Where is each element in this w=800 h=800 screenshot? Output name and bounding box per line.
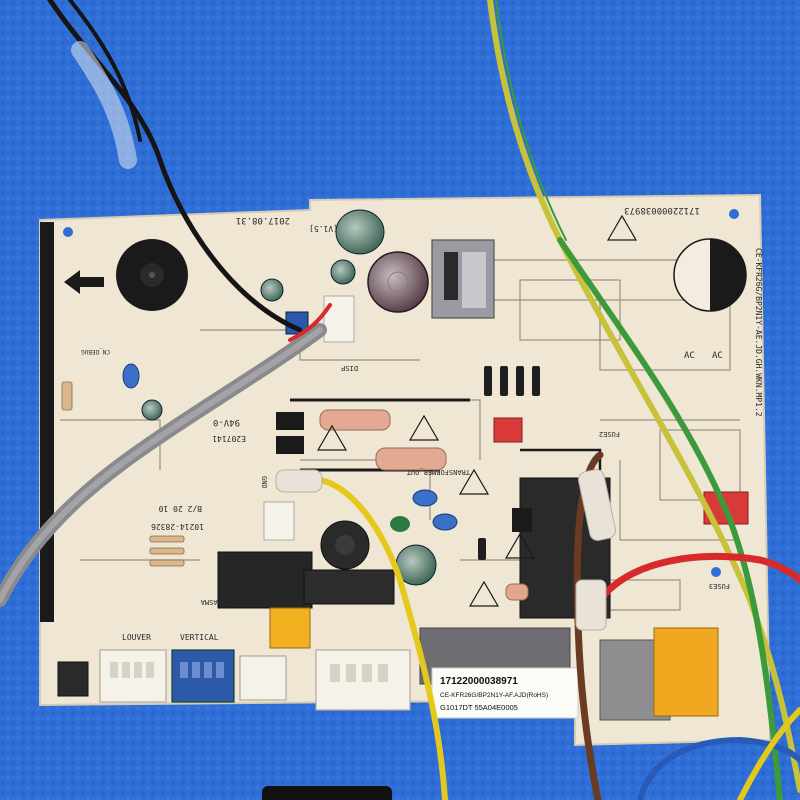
red-connector xyxy=(493,417,523,443)
yellow-capacitor xyxy=(653,627,719,717)
louver-label: LOUVER xyxy=(122,633,151,642)
label-model: CE-KFR26G/BP2N1Y-AF.AJD(RoHS) xyxy=(440,692,548,699)
power-resistor xyxy=(375,447,447,471)
heatsink xyxy=(431,239,495,319)
fuse-label: FUSE2 xyxy=(599,430,620,438)
large-capacitor xyxy=(367,251,429,313)
yellow-connector xyxy=(269,607,311,649)
cert-code: E207141 xyxy=(212,434,246,443)
vertical-label: VERTICAL xyxy=(180,633,219,642)
product-label: 17122000038971 CE-KFR26G/BP2N1Y-AF.AJD(R… xyxy=(431,667,579,719)
pcb-board: CE-KFR26G/BP2N1Y-AE.JD.GH.WKN.MP1.2 2017… xyxy=(39,193,772,747)
disp-label: DISP xyxy=(341,364,358,372)
date-stamp: B/2 20 10 xyxy=(158,504,202,513)
ul-mark: 94V-0 xyxy=(213,417,240,427)
plasma-label: PLASMA xyxy=(200,598,226,606)
date-code: 2017.08.31 xyxy=(236,215,290,225)
connector-disp xyxy=(323,295,355,343)
connector-louver xyxy=(99,649,167,703)
gnd-label: GND xyxy=(260,476,268,489)
label-code: G1017DT 55A04E0005 xyxy=(440,703,518,712)
model-code: CE-KFR26G/BP2N1Y-AE.JD.GH.WKN.MP1.2 xyxy=(754,248,763,417)
version-label: [V1.5] xyxy=(309,224,338,233)
fuse-label: FUSE3 xyxy=(709,582,730,590)
transformer-out-label: TRANSFORMER_OUT xyxy=(406,468,470,476)
board-code: 10214-28326 xyxy=(151,522,204,531)
black-object xyxy=(262,786,392,800)
power-resistor xyxy=(319,409,391,431)
transformer xyxy=(217,551,313,609)
part-number-top: 17122000038973 xyxy=(624,205,700,215)
ac-label: AC xyxy=(684,351,695,361)
ac-label: AC xyxy=(712,351,723,361)
label-part-number: 17122000038971 xyxy=(440,676,518,687)
cn-debug-label: CN_DEBUG xyxy=(81,348,110,355)
